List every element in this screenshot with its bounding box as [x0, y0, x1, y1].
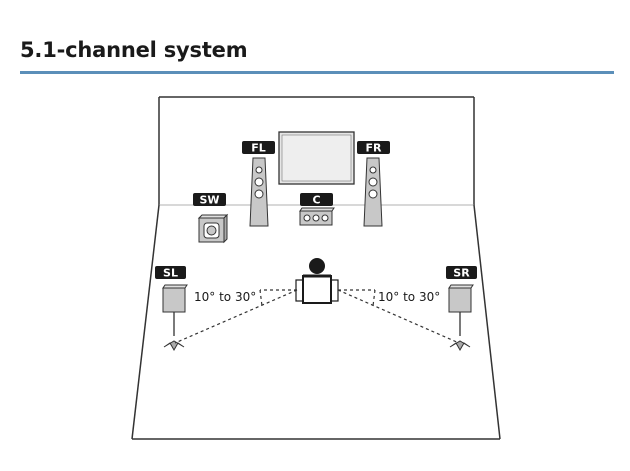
right-angle-guides [337, 289, 460, 344]
page-title: 5.1-channel system [20, 38, 248, 62]
subwoofer-badge [193, 193, 226, 206]
surround-left-label: SL [163, 267, 178, 280]
front-right-badge [357, 141, 390, 154]
center-label: C [312, 194, 320, 207]
front-left-label: FL [251, 142, 266, 155]
listener [295, 258, 339, 304]
room-outline [131, 96, 501, 440]
surround-right-badge [446, 266, 477, 279]
front-left-badge [242, 141, 275, 154]
tv-screen [278, 131, 355, 185]
surround-right-label: SR [453, 267, 470, 280]
front-right-speaker: FR [357, 141, 390, 227]
front-right-label: FR [366, 142, 383, 155]
right-angle-label: 10° to 30° [378, 290, 440, 304]
listener-head [309, 258, 325, 274]
subwoofer-label: SW [199, 194, 219, 207]
left-angle-label: 10° to 30° [194, 290, 256, 304]
surround-right-speaker: SR [446, 266, 477, 352]
center-badge [300, 193, 333, 206]
subwoofer-speaker: SW [193, 193, 229, 244]
front-left-speaker: FL [242, 141, 275, 227]
surround-left-speaker: SL [155, 266, 188, 352]
center-speaker: C [299, 193, 335, 226]
title-underline [20, 71, 614, 74]
surround-left-badge [155, 266, 186, 279]
left-angle-guides [174, 289, 298, 344]
